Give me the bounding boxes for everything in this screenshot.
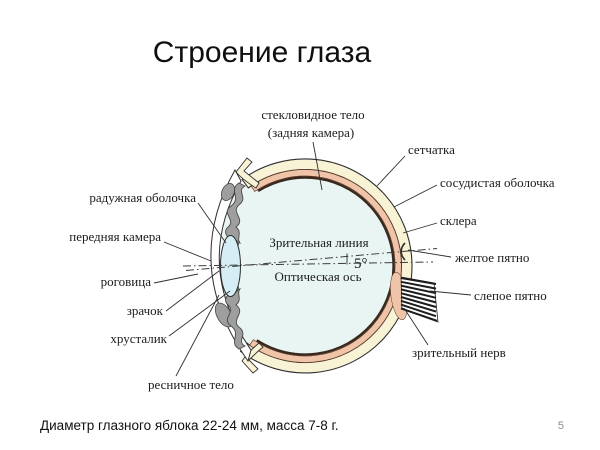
leader-sclera: [402, 222, 438, 234]
leader-blind-spot: [429, 290, 472, 296]
label-choroid: сосудистая оболочка: [440, 175, 555, 190]
label-lens: хрусталик: [110, 331, 167, 346]
page-number: 5: [557, 420, 564, 432]
lens-shape: [220, 235, 241, 297]
visual-line: [185, 248, 438, 271]
choroid-shape: [249, 169, 402, 363]
leader-choroid: [393, 184, 438, 208]
leader-optic-nerve: [403, 307, 429, 346]
label-angle-value: 5°: [354, 256, 368, 272]
leader-lens: [168, 290, 231, 337]
leader-cornea: [153, 273, 199, 284]
leader-macula: [407, 249, 452, 258]
leader-ciliary-body: [175, 294, 220, 377]
label-retina: сетчатка: [408, 142, 455, 157]
macula-notch-shape: [400, 242, 406, 261]
iris-top-shape: [225, 182, 246, 244]
iris-bottom-shape: [225, 288, 246, 350]
label-cornea: роговица: [101, 274, 152, 289]
retina-shape: [256, 176, 395, 356]
label-ciliary-body: ресничное тело: [148, 377, 234, 392]
label-pupil: зрачок: [127, 303, 164, 318]
sclera-hook-top-shape: [235, 157, 260, 189]
label-macula: желтое пятно: [454, 250, 529, 265]
leader-retina: [376, 155, 406, 187]
label-vitreous-line1: стекловидное тело: [261, 107, 364, 122]
label-visual-line: Зрительная линия: [269, 235, 368, 250]
label-iris: радужная оболочка: [89, 190, 196, 205]
vitreous-body-shape: [222, 167, 404, 365]
optic-nerve-shape: [400, 276, 439, 323]
sclera-hook-bottom-shape: [241, 342, 264, 374]
label-vitreous-line2: (задняя камера): [268, 125, 355, 140]
label-anterior-chamber: передняя камера: [69, 229, 161, 244]
leader-anterior-chamber: [163, 241, 212, 262]
label-optic-nerve: зрительный нерв: [412, 345, 506, 360]
leader-iris: [197, 202, 227, 244]
optic-nerve-stripes: [400, 277, 438, 322]
slide-caption: Диаметр глазного яблока 22-24 мм, масса …: [40, 418, 339, 433]
label-blind-spot: слепое пятно: [474, 288, 547, 303]
leader-lines: [153, 141, 472, 377]
label-sclera: склера: [440, 213, 477, 228]
label-optical-axis: Оптическая ось: [274, 269, 361, 284]
page-title: Строение глаза: [152, 36, 372, 69]
leader-pupil: [165, 270, 220, 312]
cornea-shape: [210, 168, 252, 363]
leader-vitreous: [312, 141, 323, 191]
optical-axis-line: [182, 261, 434, 267]
ciliary-body-top-shape: [220, 183, 236, 201]
